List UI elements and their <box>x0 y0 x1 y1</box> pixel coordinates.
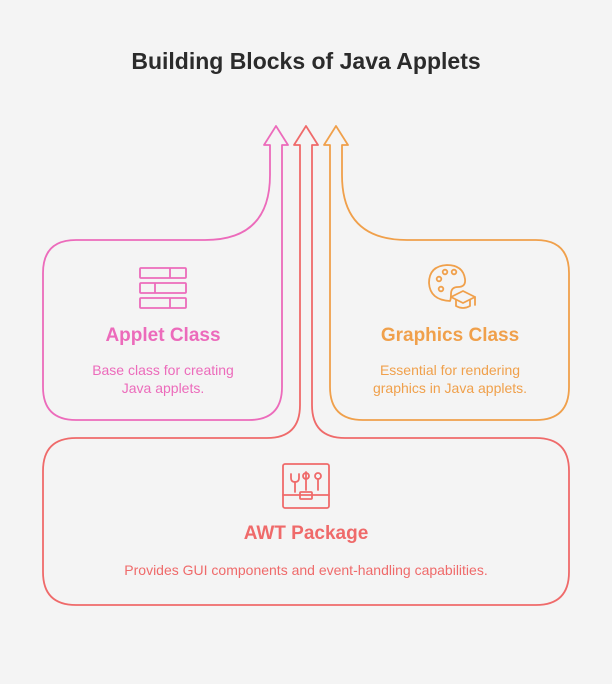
applet-class-title: Applet Class <box>105 325 221 346</box>
graphics-class-title: Graphics Class <box>380 325 520 346</box>
applet-class-description: Base class for creating Java applets. <box>43 361 283 397</box>
palette-graduation-cap-icon <box>428 264 476 309</box>
stacked-layers-icon <box>139 267 187 309</box>
graphics-class-description: Essential for rendering graphics in Java… <box>330 361 570 397</box>
applet-description-line-1: Base class for creating <box>92 362 234 378</box>
applet-block-arrow <box>42 125 289 421</box>
graphics-description-line-2: graphics in Java applets. <box>372 380 528 396</box>
awt-package-description: Provides GUI components and event-handli… <box>124 562 488 578</box>
awt-package-title: AWT Package <box>243 523 369 544</box>
graphics-block-arrow <box>323 125 570 421</box>
toolbox-icon <box>282 463 330 509</box>
awt-block-arrow <box>42 125 570 606</box>
graphics-description-line-1: Essential for rendering <box>379 362 521 378</box>
page-title: Building Blocks of Java Applets <box>131 48 481 74</box>
applet-description-line-2: Java applets. <box>121 380 205 396</box>
